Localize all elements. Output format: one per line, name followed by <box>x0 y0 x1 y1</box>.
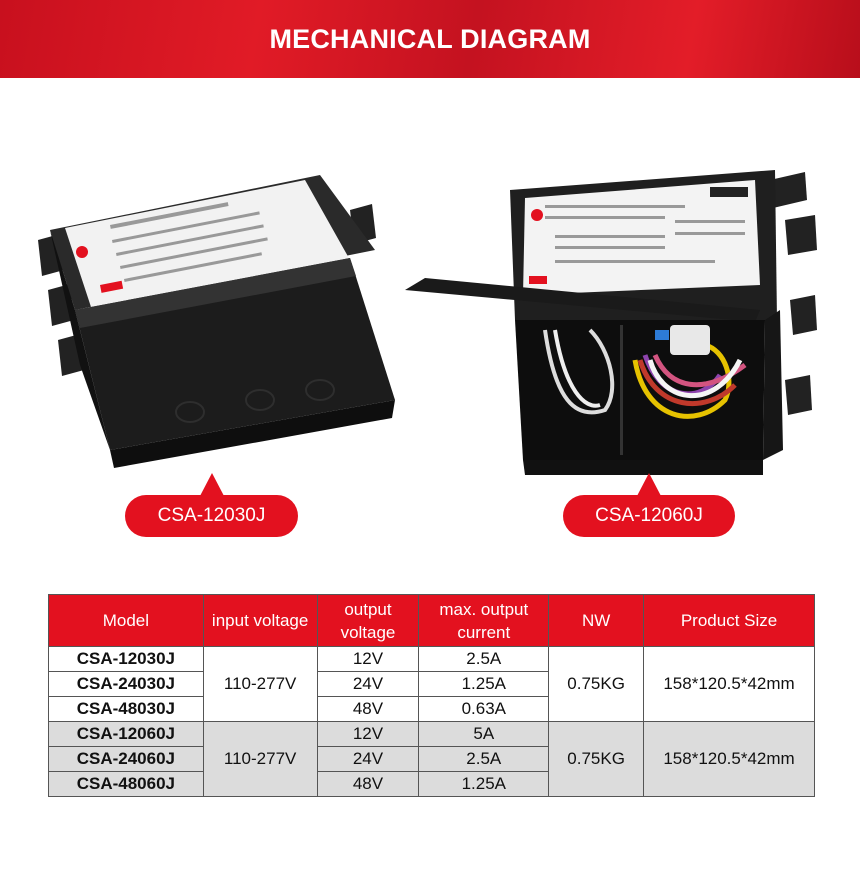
output-voltage-cell: 12V <box>316 646 420 672</box>
current-cell: 0.63A <box>418 696 550 722</box>
input-voltage-cell: 110-277V <box>202 721 318 797</box>
current-cell: 2.5A <box>418 646 550 672</box>
model-cell: CSA-48060J <box>48 771 204 797</box>
model-cell: CSA-12060J <box>48 721 204 747</box>
header-banner: MECHANICAL DIAGRAM <box>0 0 860 78</box>
model-cell: CSA-24060J <box>48 746 204 772</box>
input-voltage-cell: 110-277V <box>202 646 318 722</box>
size-cell: 158*120.5*42mm <box>643 646 815 722</box>
current-cell: 2.5A <box>418 746 550 772</box>
header-nw: NW <box>548 594 645 647</box>
product-image-closed-driver <box>20 150 410 480</box>
current-cell: 1.25A <box>418 771 550 797</box>
output-voltage-cell: 24V <box>316 671 420 697</box>
size-cell: 158*120.5*42mm <box>643 721 815 797</box>
nw-cell: 0.75KG <box>548 721 645 797</box>
output-voltage-cell: 48V <box>316 771 420 797</box>
nw-cell: 0.75KG <box>548 646 645 722</box>
current-cell: 1.25A <box>418 671 550 697</box>
header-model: Model <box>48 594 204 647</box>
output-voltage-cell: 24V <box>316 746 420 772</box>
output-voltage-cell: 12V <box>316 721 420 747</box>
table-row: CSA-48060J 48V 1.25A <box>48 771 815 797</box>
spec-table: Model input voltage output voltage max. … <box>48 594 815 797</box>
current-cell: 5A <box>418 721 550 747</box>
model-cell: CSA-24030J <box>48 671 204 697</box>
table-row: CSA-24060J 24V 2.5A <box>48 746 815 772</box>
product-image-open-driver <box>405 160 835 490</box>
header-input-voltage: input voltage <box>202 594 318 647</box>
header-output-voltage: output voltage <box>316 594 420 647</box>
product-label-callout: CSA-12060J <box>563 473 735 537</box>
product-label-callout: CSA-12030J <box>125 473 298 537</box>
model-cell: CSA-12030J <box>48 646 204 672</box>
output-voltage-cell: 48V <box>316 696 420 722</box>
header-product-size: Product Size <box>643 594 815 647</box>
header-max-output-current: max. output current <box>418 594 550 647</box>
table-header-row: Model input voltage output voltage max. … <box>48 594 815 647</box>
model-cell: CSA-48030J <box>48 696 204 722</box>
table-row: CSA-12060J 110-277V 12V 5A 0.75KG 158*12… <box>48 721 815 797</box>
page-title: MECHANICAL DIAGRAM <box>269 23 591 54</box>
table-row: CSA-12030J 110-277V 12V 2.5A 0.75KG 158*… <box>48 646 815 722</box>
